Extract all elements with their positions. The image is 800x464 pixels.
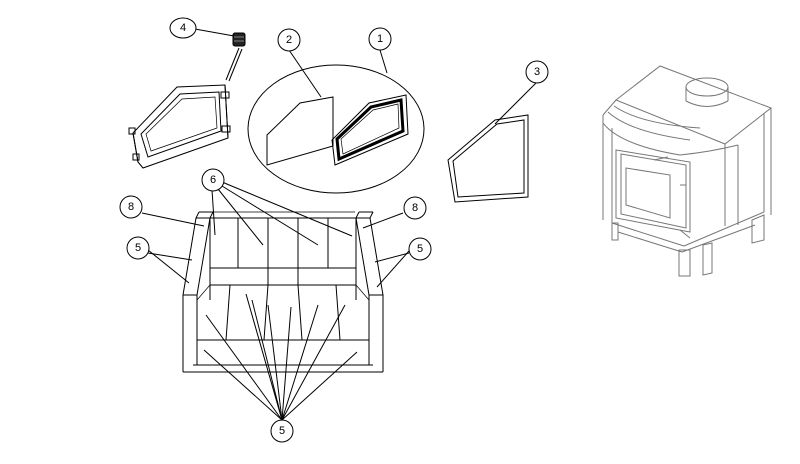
svg-text:5: 5 — [135, 242, 141, 254]
svg-text:8: 8 — [412, 202, 418, 214]
svg-text:6: 6 — [210, 174, 216, 186]
svg-text:1: 1 — [377, 33, 383, 45]
callout-3: 3 — [525, 60, 549, 84]
leader-lines — [141, 28, 537, 421]
callout-5-right: 5 — [408, 237, 432, 261]
stove-illustration — [602, 65, 773, 277]
glass-gasket — [331, 94, 409, 166]
callout-5-left: 5 — [126, 236, 150, 260]
callout-8-left: 8 — [119, 195, 143, 219]
callout-1: 1 — [368, 27, 392, 51]
svg-text:5: 5 — [279, 425, 285, 437]
callout-8-right: 8 — [403, 196, 427, 220]
door-handle-knob — [232, 32, 246, 47]
glass-panel — [266, 96, 334, 166]
door-frame — [128, 47, 243, 169]
callout-5-bottom: 5 — [270, 419, 294, 443]
firebrick-box — [182, 211, 384, 373]
glass-assembly-ellipse — [247, 64, 425, 194]
svg-text:8: 8 — [128, 201, 134, 213]
callout-4: 4 — [169, 17, 197, 39]
callout-6: 6 — [201, 168, 225, 192]
callout-2: 2 — [277, 28, 301, 52]
svg-text:5: 5 — [417, 243, 423, 255]
svg-text:3: 3 — [534, 66, 540, 78]
svg-text:2: 2 — [286, 34, 292, 46]
door-rope-gasket — [447, 114, 529, 203]
svg-text:4: 4 — [180, 22, 186, 34]
